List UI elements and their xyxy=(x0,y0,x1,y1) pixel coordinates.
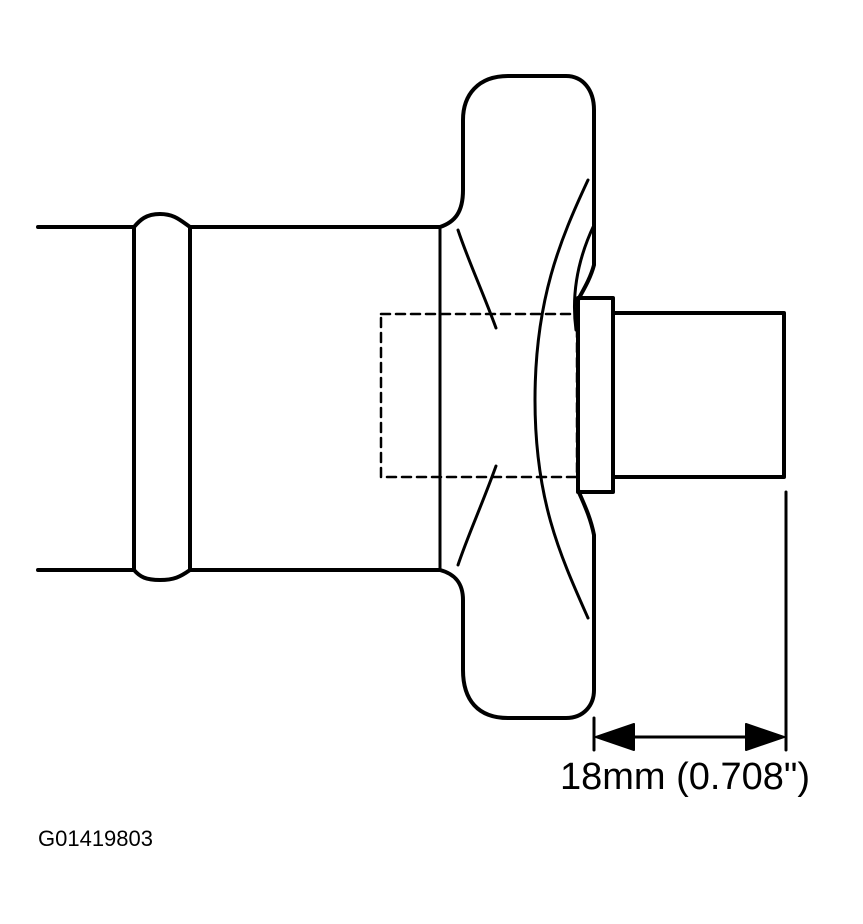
tube-bottom-edge xyxy=(36,568,442,582)
threaded-stub xyxy=(611,311,786,479)
nut-facet-curve-outer xyxy=(572,223,596,332)
nut-facet-line-upper-left xyxy=(456,228,498,330)
tube-body xyxy=(36,212,442,582)
shoulder-ring xyxy=(576,296,615,494)
nut-outline xyxy=(438,74,596,720)
dimension-arrow-right xyxy=(745,723,785,751)
tube-top-edge xyxy=(36,212,442,229)
hidden-bore-dashed xyxy=(379,312,579,479)
nut-facet-curve-inner xyxy=(533,178,590,620)
dimension-arrow-left xyxy=(595,723,635,751)
hex-nut xyxy=(438,74,596,720)
dimension-label: 18mm (0.708") xyxy=(560,756,811,798)
nut-facet-line-lower-left xyxy=(456,464,498,567)
dimension-18mm xyxy=(592,490,788,752)
figure-id: G01419803 xyxy=(38,826,153,851)
